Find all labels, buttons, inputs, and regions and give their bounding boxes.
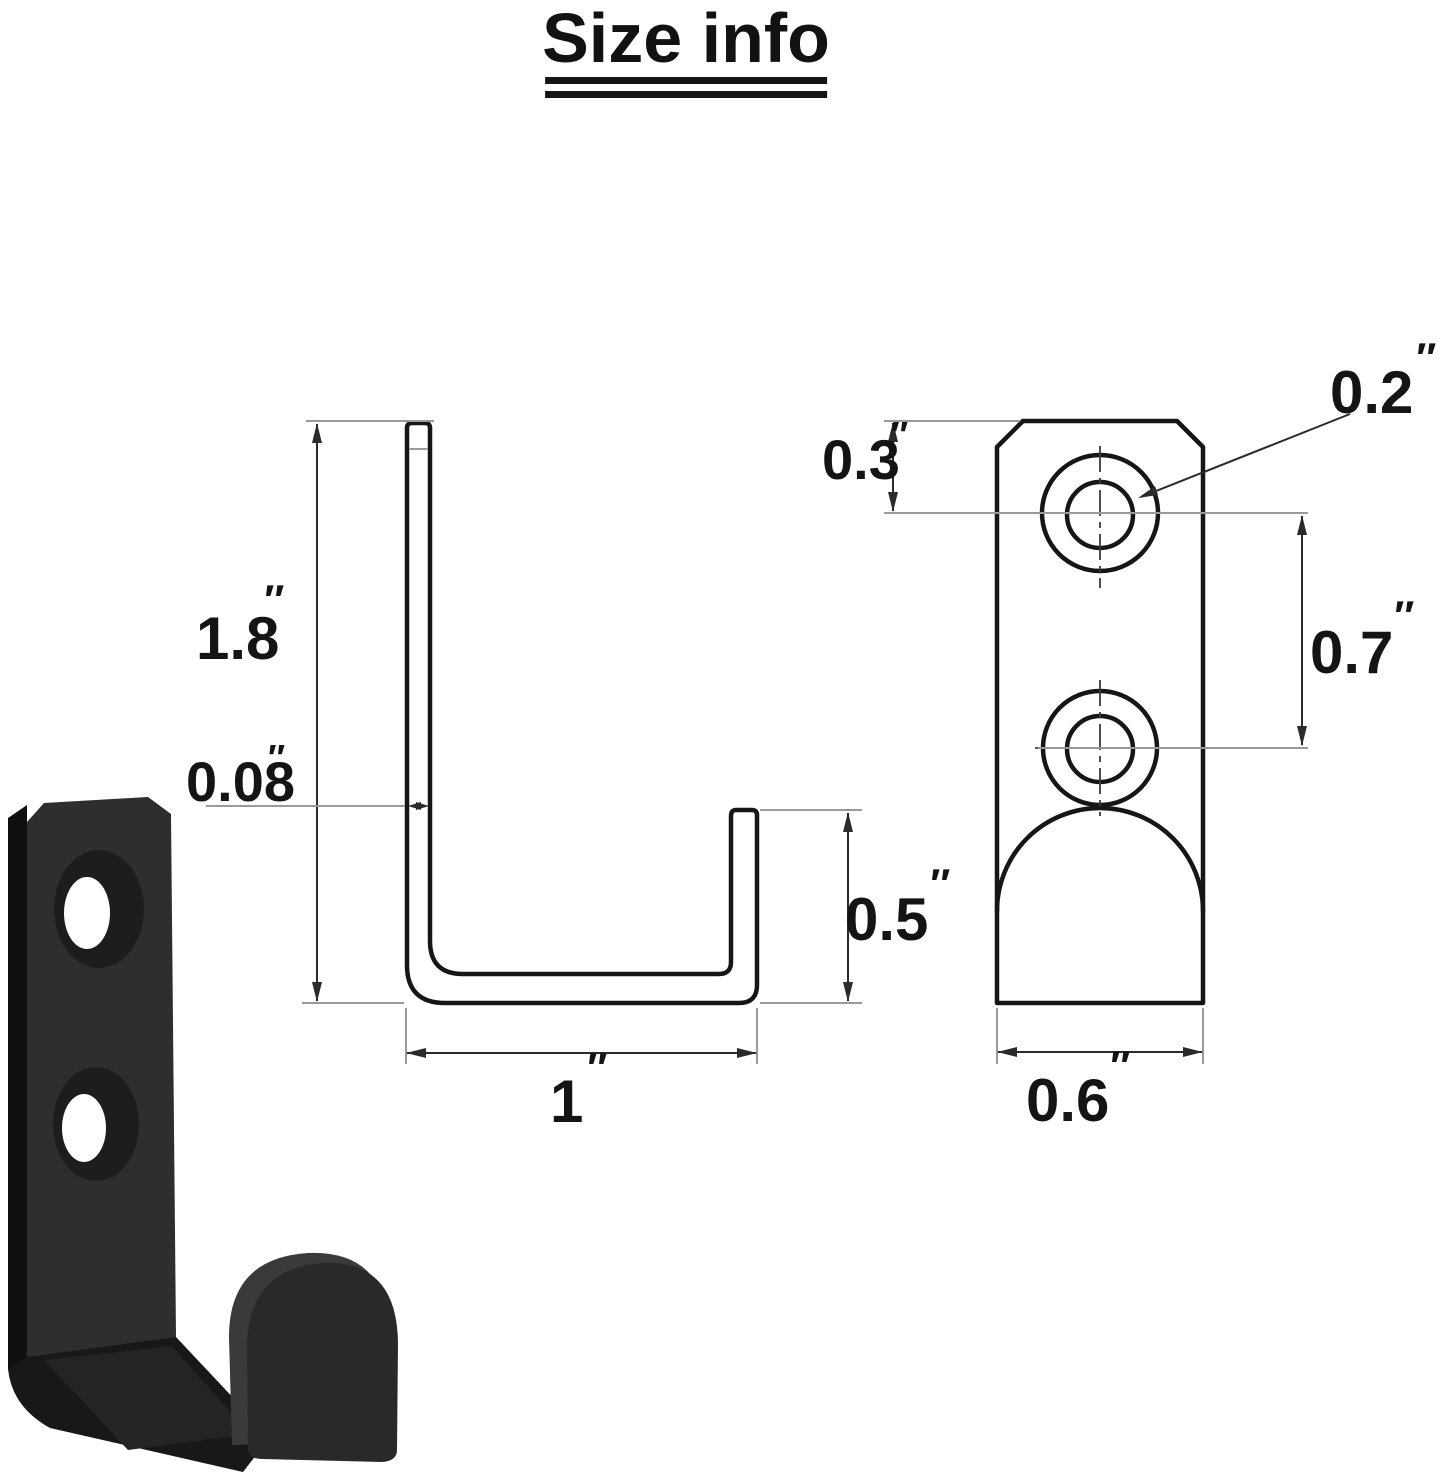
hole-spacing-unit: ″ [1392,592,1414,639]
arrow-up-icon [1297,515,1307,535]
hook-bottom-hole [62,1094,106,1162]
front-view-dome [994,805,1206,914]
arrow-right-icon [737,1048,757,1058]
front-view-outline [994,418,1206,1006]
hook-top-hole [64,877,110,949]
depth-label: 1 [550,1068,583,1135]
hole-diameter-unit: ″ [1414,334,1436,381]
page-title: Size info [542,0,830,98]
depth-unit: ″ [585,1044,607,1091]
arrow-up-icon [888,422,898,442]
arrow-right-icon [416,802,429,810]
height-label: 1.8 [196,605,279,672]
hole-diameter-label: 0.2 [1330,359,1413,426]
hole-offset-unit: ″ [889,414,908,455]
arrow-up-icon [843,812,853,832]
arrow-left-icon [406,1048,426,1058]
title-underline-bottom [544,91,827,98]
hook-bottom-inner [44,1346,250,1450]
arrow-down-icon [888,492,898,512]
height-unit: ″ [262,576,284,623]
arrow-down-icon [312,982,322,1002]
arrow-left-icon [1138,486,1158,498]
front-view-drawing: 0.3 ″ 0.2 ″ 0.7 ″ 0.6 ″ [822,334,1436,1134]
arrow-right-icon [1183,1047,1203,1057]
hole-offset-label: 0.3 [822,428,900,491]
hook-side-edge [8,805,27,1369]
lip-height-unit: ″ [928,860,950,907]
width-unit: ″ [1108,1042,1130,1089]
product-photo [8,797,398,1472]
width-label: 0.6 [1026,1067,1109,1134]
arrow-down-icon [1297,726,1307,746]
page-title-text: Size info [542,0,830,77]
thickness-label: 0.08 [186,750,295,813]
arrow-up-icon [312,423,322,443]
hook-flange-face [247,1262,398,1462]
title-underline-top [544,77,827,84]
lip-height-label: 0.5 [845,886,928,953]
arrow-down-icon [843,982,853,1002]
side-view-drawing: 1.8 ″ 0.08 ″ 1 ″ 0.5 ″ [186,420,950,1135]
hole-spacing-label: 0.7 [1310,619,1393,686]
arrow-left-icon [997,1047,1017,1057]
diameter-leader-line [1140,413,1351,498]
thickness-unit: ″ [266,737,285,778]
side-view-outline [404,420,760,1006]
